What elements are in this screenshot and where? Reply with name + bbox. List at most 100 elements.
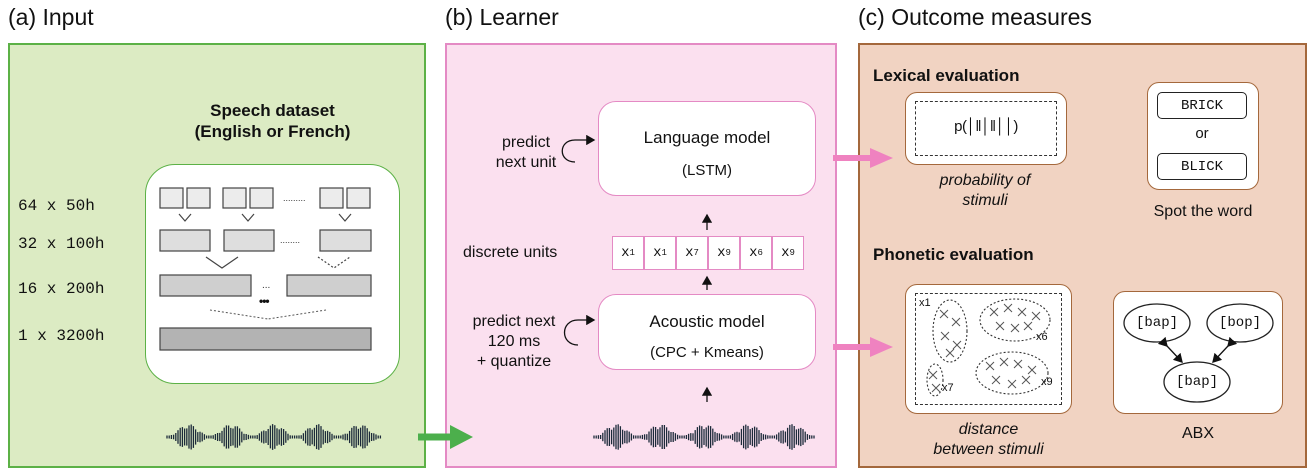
stimulus-point (995, 321, 1005, 331)
chunk-50h (222, 187, 247, 209)
chunk-50h (346, 187, 371, 209)
discrete-unit-symbol: x (717, 245, 726, 261)
stimulus-point (989, 307, 999, 317)
language-model-title: Language model (643, 128, 771, 147)
distance-dashed-frame (915, 293, 1062, 405)
abx-node-b (1206, 303, 1274, 343)
probability-dashed-frame (915, 101, 1057, 156)
chunk-100h (223, 229, 275, 252)
am-side-text: predict next 120 ms + quantize (455, 312, 573, 372)
stimulus-point (951, 317, 961, 327)
stimulus-point (945, 348, 955, 358)
stimulus-point (1031, 311, 1041, 321)
stimulus-point (1007, 379, 1017, 389)
word-option-brick: BRICK (1157, 92, 1247, 119)
cluster-label-x1: x1 (919, 297, 931, 309)
stimulus-point (1013, 359, 1023, 369)
stimulus-point (1027, 365, 1037, 375)
learner-panel-title: (b) Learner (445, 4, 559, 30)
discrete-unit-symbol: x (653, 245, 662, 261)
chunk-50h (186, 187, 211, 209)
probability-formula: p(│‖│‖││) (954, 118, 1018, 135)
split-label-1: 1 x 3200h (18, 327, 105, 345)
chunk-50h (319, 187, 344, 209)
stimulus-point (952, 340, 962, 350)
phonetic-eval-title: Phonetic evaluation (873, 245, 1034, 264)
acoustic-model-box (598, 294, 816, 370)
probability-caption-line2: stimuli (962, 192, 1008, 209)
abx-node-b-label: [bop] (1218, 315, 1261, 331)
word-or: or (1195, 125, 1209, 142)
am-side-line2: 120 ms (487, 333, 541, 350)
distance-caption-line2: between stimuli (933, 441, 1044, 458)
abx-node-a-label: [bap] (1135, 315, 1178, 331)
discrete-unit-index: 1 (661, 248, 667, 258)
abx-node-a (1123, 303, 1191, 343)
language-model-box (598, 101, 816, 196)
dots-row3: ... (262, 280, 271, 291)
discrete-unit-symbol: x (621, 245, 630, 261)
dataset-title: Speech dataset (English or French) (145, 100, 400, 142)
input-panel-title: (a) Input (8, 4, 94, 30)
dots-big: ••• (259, 294, 270, 308)
dots-row2: ........ (280, 235, 301, 245)
lexical-eval-title: Lexical evaluation (873, 66, 1020, 85)
chunk-200h (159, 274, 252, 297)
spot-word-caption: Spot the word (1153, 203, 1253, 220)
chunk-200h (286, 274, 372, 297)
discrete-unit-symbol: x (749, 245, 758, 261)
chunk-50h (249, 187, 274, 209)
cluster-x1 (932, 299, 968, 363)
chunk-100h (159, 229, 211, 252)
split-label-32: 32 x 100h (18, 235, 105, 253)
abx-node-x (1163, 361, 1231, 403)
dots-row1: ......... (283, 193, 306, 203)
dataset-title-line1: Speech dataset (210, 101, 335, 120)
lm-side-text: predict next unit (481, 133, 571, 173)
chunk-100h (319, 229, 372, 252)
chunk-3200h (159, 327, 372, 351)
stimulus-point (999, 357, 1009, 367)
cluster-label-x9: x9 (1041, 376, 1053, 388)
discrete-unit-symbol: x (781, 245, 790, 261)
distance-caption: distance between stimuli (895, 420, 1082, 460)
split-label-16: 16 x 200h (18, 280, 105, 298)
acoustic-model-sub: (CPC + Kmeans) (650, 344, 764, 361)
stimulus-point (928, 370, 938, 380)
cluster-label-x6: x6 (1036, 331, 1048, 343)
stimulus-point (1017, 307, 1027, 317)
discrete-unit-index: 6 (757, 248, 763, 258)
stimulus-point (985, 361, 995, 371)
distance-box (905, 284, 1072, 414)
stimulus-point (1003, 303, 1013, 313)
am-side-line1: predict next (472, 313, 556, 330)
dataset-title-line2: (English or French) (194, 122, 351, 141)
stimulus-point (931, 383, 941, 393)
acoustic-model-title: Acoustic model (649, 312, 765, 331)
discrete-unit-index: 9 (789, 248, 795, 258)
lm-side-line2: next unit (495, 154, 557, 171)
discrete-unit-index: 1 (629, 248, 635, 258)
discrete-unit-index: 9 (725, 248, 731, 258)
distance-caption-line1: distance (958, 421, 1019, 438)
split-label-64: 64 x 50h (18, 197, 95, 215)
chunk-50h (159, 187, 184, 209)
stimulus-point (1023, 321, 1033, 331)
discrete-unit-symbol: x (685, 245, 694, 261)
discrete-unit-index: 7 (693, 248, 699, 258)
outcome-panel-title: (c) Outcome measures (858, 4, 1092, 30)
language-model-sub: (LSTM) (682, 162, 732, 179)
probability-caption: probability of stimuli (895, 171, 1075, 211)
discrete-units-label: discrete units (463, 244, 558, 261)
probability-caption-line1: probability of (939, 172, 1031, 189)
